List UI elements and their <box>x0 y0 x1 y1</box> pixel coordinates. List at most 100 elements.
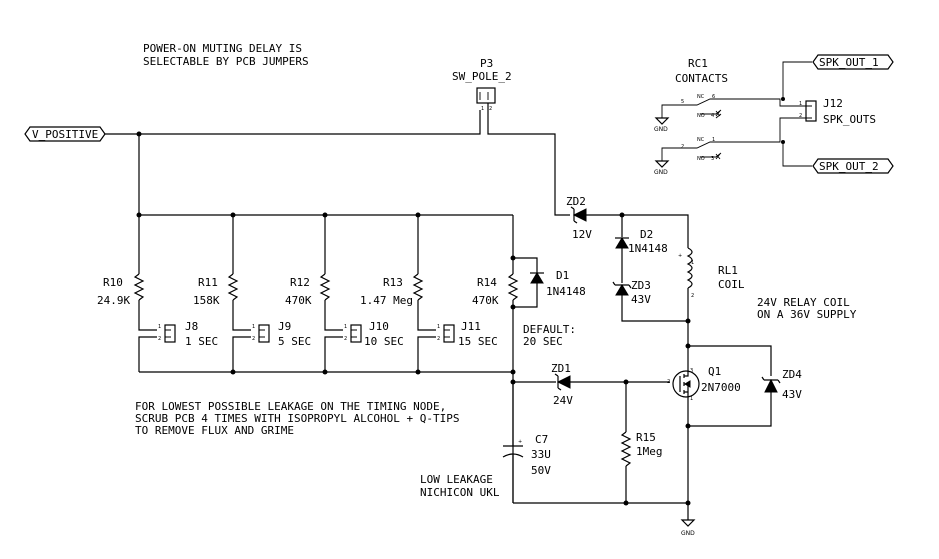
jumper-j8-symbol: 1 2 <box>158 324 176 343</box>
wire <box>688 392 772 427</box>
note-default-line1: DEFAULT: <box>523 323 576 336</box>
resistor-r12-symbol <box>319 273 331 301</box>
gnd-label: GND <box>654 126 668 133</box>
p3-to-zd2-wire <box>487 103 570 216</box>
mosfet-q1-symbol: 3 2 1 <box>667 362 700 406</box>
r11-wires <box>232 215 251 372</box>
resistor-r10-symbol <box>133 273 145 301</box>
spk-out-2-net-label: SPK_OUT_2 <box>812 158 894 174</box>
q1-ref: Q1 <box>708 365 721 378</box>
spk-out-1-net-label: SPK_OUT_1 <box>812 54 894 70</box>
wire <box>790 105 806 119</box>
j8-pin1-number: 1 <box>158 324 161 330</box>
rc1-ref: RC1 <box>688 57 708 70</box>
j9-pin1-number: 1 <box>252 324 255 330</box>
r13-value: 1.47 Meg <box>360 294 413 307</box>
r11-ref: R11 <box>198 276 218 289</box>
d2-ref: D2 <box>640 228 653 241</box>
wire <box>621 295 688 322</box>
r13-wires <box>417 215 436 372</box>
v-positive-wire <box>105 110 481 135</box>
note-relay-coil-line2: ON A 36V SUPPLY <box>757 308 857 321</box>
j12-pin1-number: 1 <box>799 101 802 107</box>
d1-value: 1N4148 <box>546 285 586 298</box>
j10-ref: J10 <box>369 320 389 333</box>
rc1-value: CONTACTS <box>675 72 728 85</box>
note-default-line2: 20 SEC <box>523 335 563 348</box>
rl1-value: COIL <box>718 278 745 291</box>
zener-diode-zd1-symbol <box>554 373 571 391</box>
r10-ref: R10 <box>103 276 123 289</box>
gnd-symbol-q1: GND <box>680 519 696 537</box>
c7-rating: 50V <box>531 464 551 477</box>
c7-value: 33U <box>531 448 551 461</box>
jumper-j11-symbol: 1 2 <box>437 324 455 343</box>
j8-ref: J8 <box>185 320 198 333</box>
rc1-pin6-number: 6 <box>712 94 715 100</box>
jumper-j9-symbol: 1 2 <box>252 324 270 343</box>
rc1-no1-label: NO <box>697 113 705 119</box>
note-leakage-line2: SCRUB PCB 4 TIMES WITH ISOPROPYL ALCOHOL… <box>135 412 460 425</box>
r12-wires <box>324 215 343 372</box>
rc1-pin2-number: 2 <box>681 144 684 150</box>
j12-value: SPK_OUTS <box>823 113 876 126</box>
zd4-ref: ZD4 <box>782 368 802 381</box>
rl1-ref: RL1 <box>718 264 738 277</box>
q1-value: 2N7000 <box>701 381 741 394</box>
q1-pin3-number: 3 <box>690 368 693 374</box>
v-positive-net-label: V_POSITIVE <box>24 126 106 142</box>
note-capacitor-line2: NICHICON UKL <box>420 486 500 499</box>
rc1-nc1-label: NC <box>697 94 705 100</box>
j9-value: 5 SEC <box>278 335 311 348</box>
p3-connector: 1 2 <box>476 87 496 112</box>
j11-ref: J11 <box>461 320 481 333</box>
r10-wires <box>138 215 157 372</box>
spk-out-2-label-text: SPK_OUT_2 <box>819 160 879 173</box>
resistor-r11-symbol <box>227 273 239 301</box>
r15-ref: R15 <box>636 431 656 444</box>
r13-ref: R13 <box>383 276 403 289</box>
junction-dot <box>685 423 691 429</box>
jumper-j10-symbol: 1 2 <box>344 324 362 343</box>
r14-value: 470K <box>472 294 499 307</box>
j11-value: 15 SEC <box>458 335 498 348</box>
junction-dot <box>230 369 236 375</box>
note-leakage-line1: FOR LOWEST POSSIBLE LEAKAGE ON THE TIMIN… <box>135 400 446 413</box>
rc1-pin4-number: 4 <box>711 113 714 119</box>
r14-ref: R14 <box>477 276 497 289</box>
j11-pin1-number: 1 <box>437 324 440 330</box>
zd3-value: 43V <box>631 293 651 306</box>
p3-value: SW_POLE_2 <box>452 70 512 83</box>
j8-value: 1 SEC <box>185 335 218 348</box>
zd1-ref: ZD1 <box>551 362 571 375</box>
zener-diode-zd2-symbol <box>570 206 587 224</box>
gnd-label: GND <box>681 530 695 537</box>
r12-value: 470K <box>285 294 312 307</box>
gnd-symbol-rc1-pole1: GND <box>654 117 670 133</box>
zener-diode-zd3-symbol <box>612 281 632 296</box>
relay-contact-pole2-symbol: 2 NC 1 NO 3 <box>661 117 790 162</box>
r12-ref: R12 <box>290 276 310 289</box>
wire <box>688 345 772 376</box>
rc1-pin5-number: 5 <box>681 99 684 105</box>
rc1-pin3-number: 3 <box>711 156 714 162</box>
rc1-no2-label: NO <box>697 156 705 162</box>
j9-ref: J9 <box>278 320 291 333</box>
spk-out-1-label-text: SPK_OUT_1 <box>819 56 879 69</box>
relay-coil-rl1-symbol: + 1 2 <box>678 247 694 299</box>
p3-pin1-number: 1 <box>481 106 484 112</box>
note-muting-delay-line1: POWER-ON MUTING DELAY IS <box>143 42 302 55</box>
note-capacitor-line1: LOW LEAKAGE <box>420 473 493 486</box>
note-muting-delay-line2: SELECTABLE BY PCB JUMPERS <box>143 55 309 68</box>
junction-dot <box>685 500 691 506</box>
relay-contact-pole1-symbol: 5 NC 6 NO 4 <box>661 94 790 119</box>
c7-ref: C7 <box>535 433 548 446</box>
r15-value: 1Meg <box>636 445 663 458</box>
junction-dot <box>510 369 516 375</box>
j10-pin2-number: 2 <box>344 336 347 342</box>
zener-diode-zd4-symbol <box>761 376 781 393</box>
rl1-pin2-number: 2 <box>691 293 694 299</box>
j10-value: 10 SEC <box>364 335 404 348</box>
gnd-symbol-rc1-pole2: GND <box>654 160 670 176</box>
